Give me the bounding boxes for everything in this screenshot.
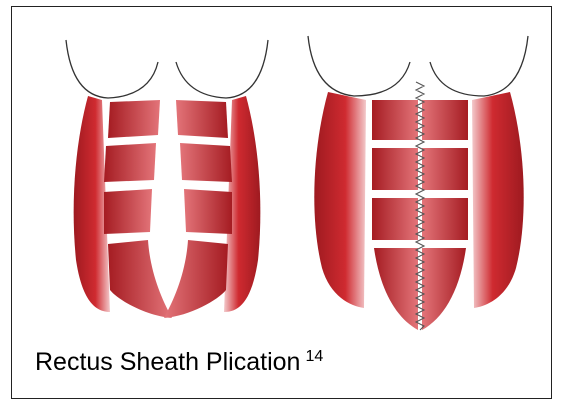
right-rectus-seg-2b [422, 148, 468, 190]
right-rectus-seg-4b [422, 248, 466, 330]
caption-text: Rectus Sheath Plication [35, 348, 300, 376]
right-rectus-seg-4 [164, 240, 228, 318]
left-rectus-seg-2b [372, 148, 418, 190]
right-oblique-2 [472, 92, 524, 308]
right-rectus-seg-3b [422, 198, 468, 240]
rectus-plication-illustration [0, 0, 574, 340]
right-rib-arc-2 [430, 36, 528, 96]
left-rectus-seg-4 [108, 240, 172, 318]
right-rectus-seg-3 [184, 189, 232, 234]
left-rectus-seg-3 [104, 189, 152, 234]
torso-before-plication [66, 40, 268, 318]
left-oblique-2 [314, 92, 366, 308]
right-rib-arc [176, 40, 268, 98]
right-rectus-seg-2 [180, 143, 232, 182]
reference-number: 14 [305, 348, 323, 365]
left-rectus-seg-1b [372, 100, 418, 140]
figure-caption: Rectus Sheath Plication 14 [35, 348, 323, 377]
left-rectus-seg-1 [108, 100, 160, 138]
left-rectus-seg-2 [104, 143, 156, 182]
left-rectus-seg-3b [372, 198, 418, 240]
right-rectus-seg-1b [422, 100, 468, 140]
torso-after-plication [308, 36, 528, 330]
left-rib-arc-2 [308, 36, 410, 96]
left-rib-arc [66, 40, 158, 98]
left-rectus-seg-4b [374, 248, 418, 330]
right-rectus-seg-1 [176, 100, 228, 138]
